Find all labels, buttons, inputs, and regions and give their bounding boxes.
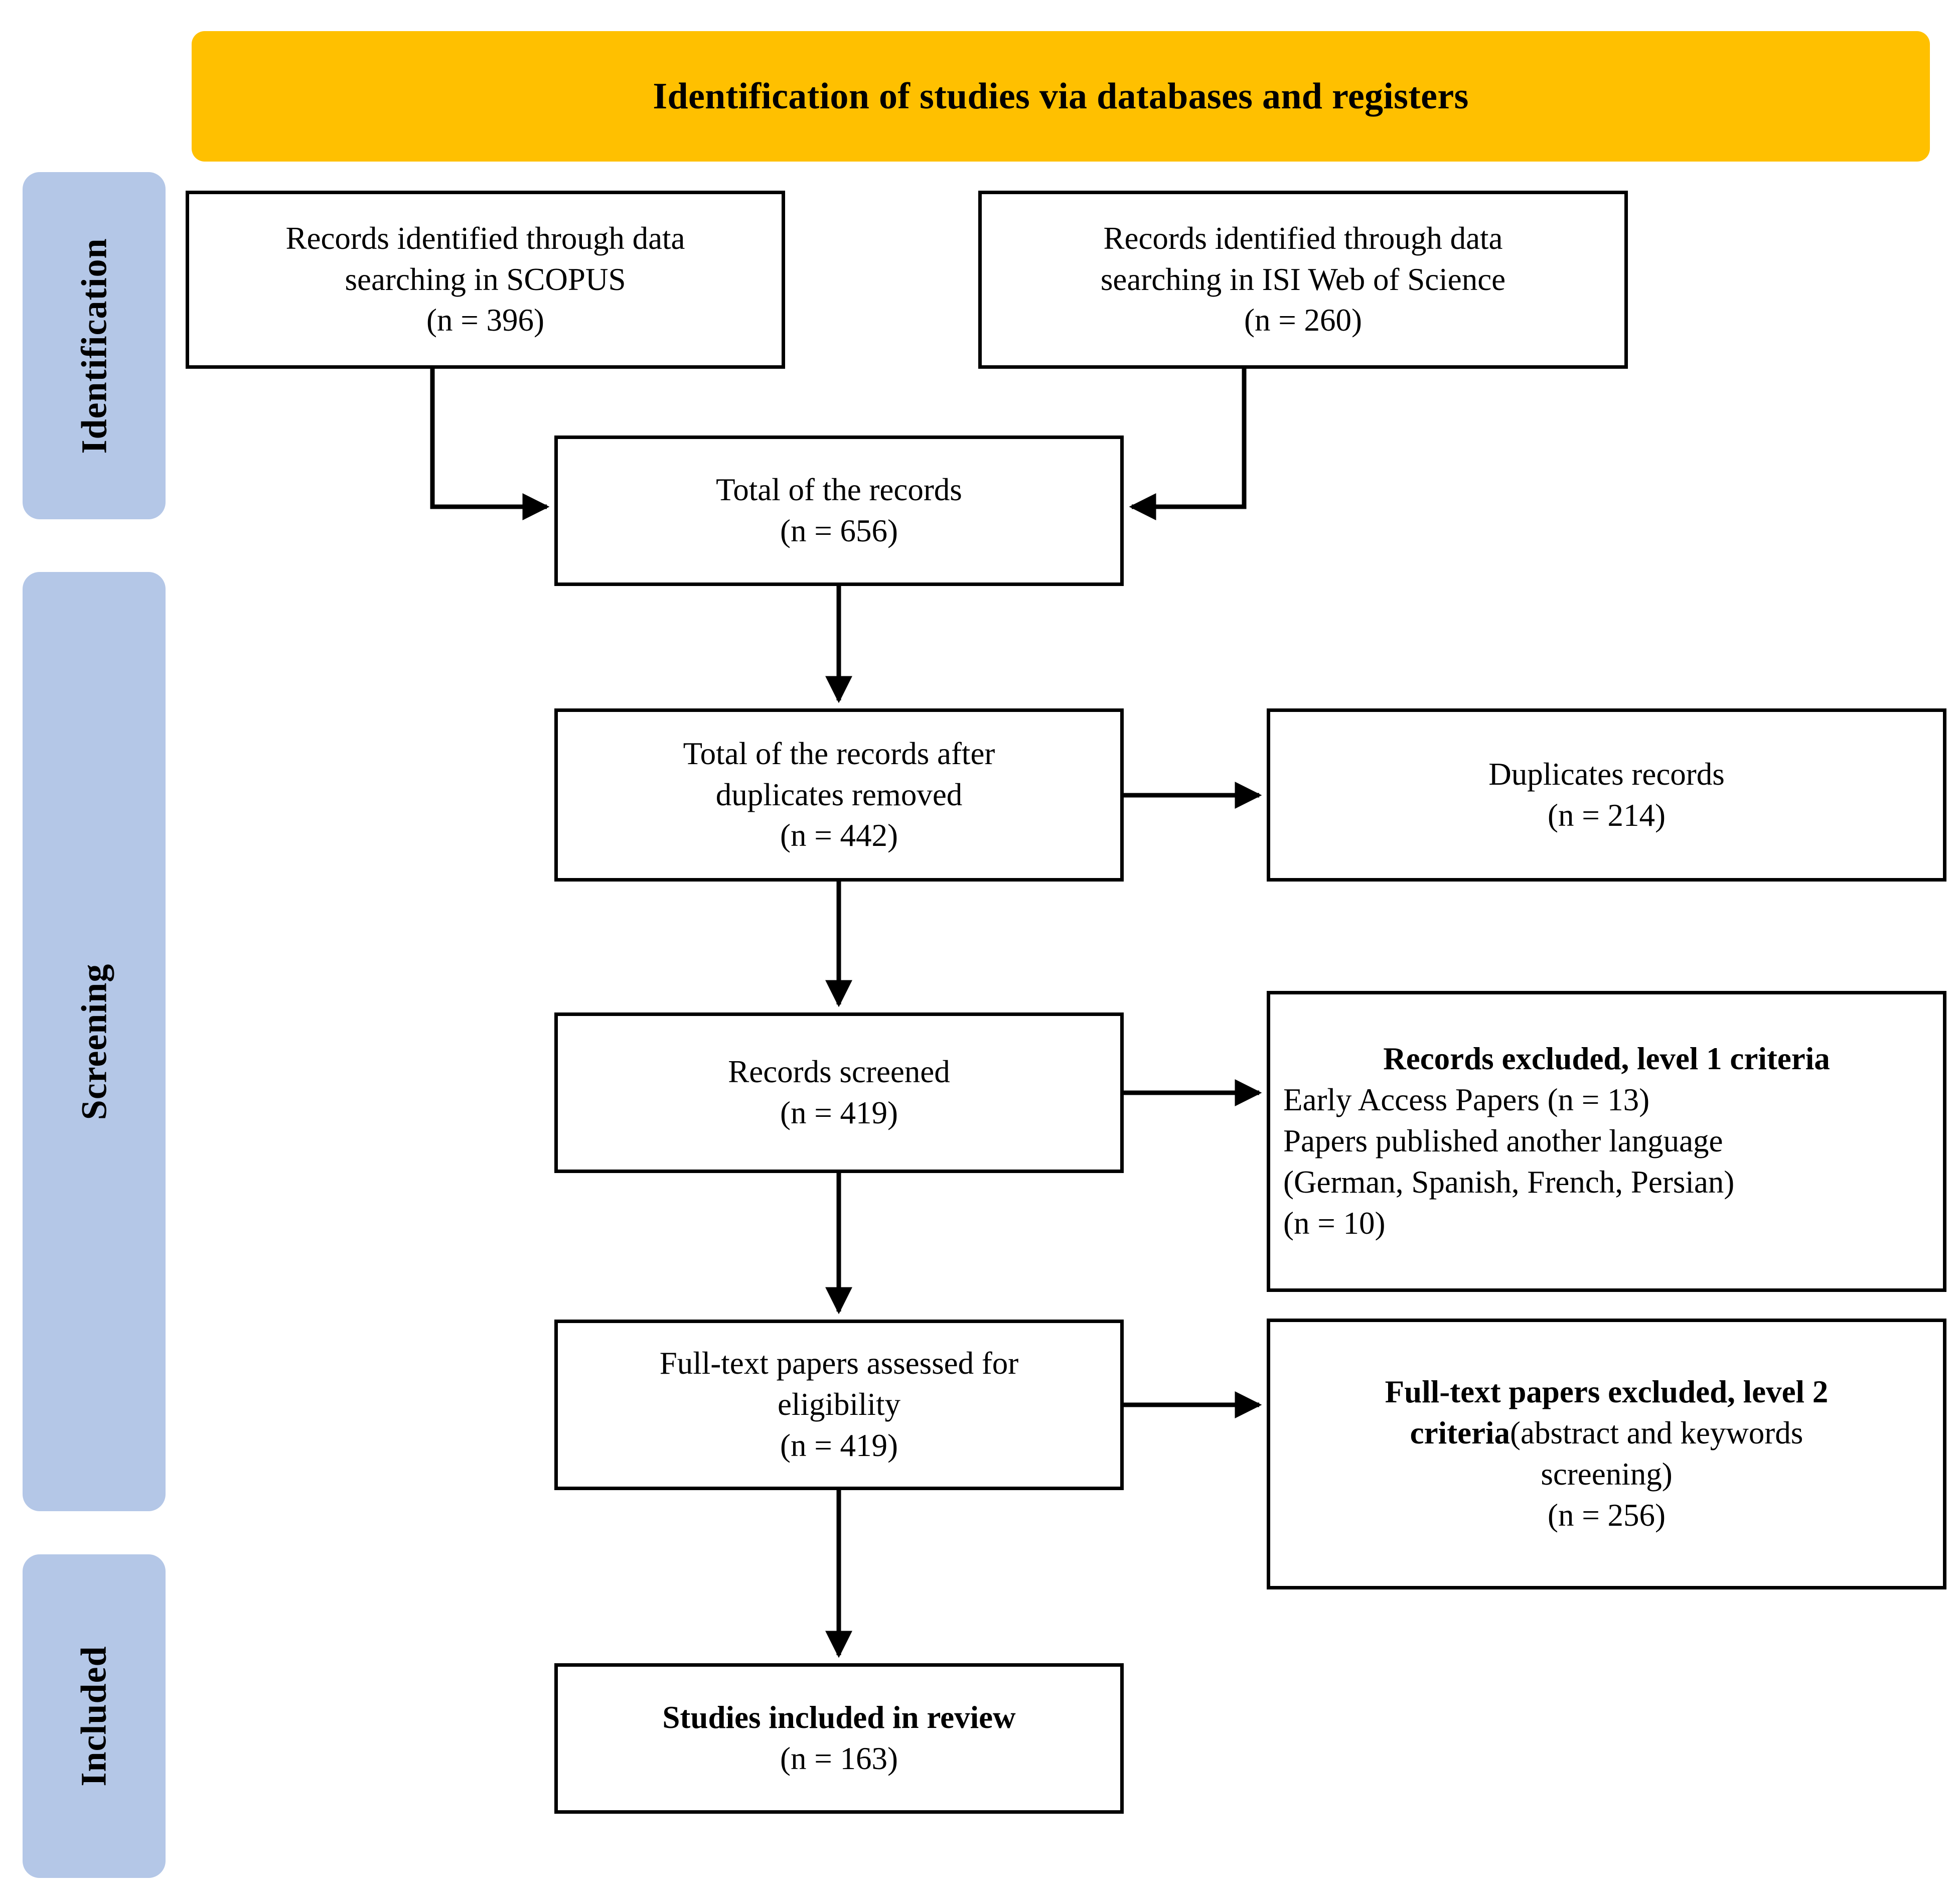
box-fulltext-line2: eligibility (778, 1387, 900, 1422)
stage-identification-text: Identification (74, 237, 114, 454)
edge-scopus-to-total (430, 369, 550, 520)
header-banner: Identification of studies via databases … (192, 31, 1930, 162)
box-total-records: Total of the records (n = 656) (554, 435, 1124, 586)
stage-label-included: Included (23, 1554, 166, 1878)
box-records-after-duplicates-removed: Total of the records after duplicates re… (554, 708, 1124, 882)
box-excl2-heading2-tail: (abstract and keywords (1510, 1415, 1803, 1451)
box-total-line1: Total of the records (716, 472, 962, 508)
box-excl1-line1: Early Access Papers (n = 13) (1283, 1082, 1650, 1118)
box-screened-count: (n = 419) (780, 1095, 898, 1130)
box-excl1-count: (n = 10) (1283, 1205, 1386, 1241)
box-scopus-line2: searching in SCOPUS (345, 261, 626, 297)
page-title: Identification of studies via databases … (653, 75, 1469, 117)
box-fulltext-assessed-eligibility: Full-text papers assessed for eligibilit… (554, 1320, 1124, 1490)
box-included-count: (n = 163) (780, 1741, 898, 1776)
box-duplicates-records: Duplicates records (n = 214) (1267, 708, 1946, 882)
box-excl2-count: (n = 256) (1548, 1497, 1666, 1533)
stage-included-text: Included (73, 1646, 114, 1787)
box-records-isi-web-of-science: Records identified through data searchin… (978, 191, 1628, 369)
box-isi-line1: Records identified through data (1103, 220, 1503, 256)
box-excl2-heading2-row: criteria(abstract and keywords (1410, 1413, 1803, 1454)
box-records-screened: Records screened (n = 419) (554, 1012, 1124, 1173)
box-isi-count: (n = 260) (1244, 303, 1362, 338)
box-screened-line1: Records screened (728, 1054, 950, 1090)
box-included-line1: Studies included in review (662, 1700, 1016, 1735)
box-excl1-line2: Papers published another language (1283, 1123, 1723, 1159)
box-dedup-line1: Total of the records after (683, 736, 995, 771)
box-excl1-line3: (German, Spanish, French, Persian) (1283, 1164, 1735, 1200)
stage-label-screening: Screening (23, 572, 166, 1511)
stage-screening-text: Screening (74, 963, 114, 1120)
box-duplicates-count: (n = 214) (1548, 797, 1666, 833)
box-excl1-heading: Records excluded, level 1 criteria (1383, 1041, 1830, 1077)
box-total-count: (n = 656) (780, 513, 898, 548)
box-dedup-line2: duplicates removed (715, 777, 963, 812)
box-excl2-heading1: Full-text papers excluded, level 2 (1385, 1374, 1829, 1410)
edge-isi-to-total (1129, 369, 1247, 520)
box-scopus-line1: Records identified through data (285, 220, 685, 256)
box-duplicates-line1: Duplicates records (1488, 756, 1725, 792)
box-records-excluded-level-1: Records excluded, level 1 criteria Early… (1267, 991, 1946, 1292)
box-isi-line2: searching in ISI Web of Science (1100, 261, 1506, 297)
box-fulltext-line1: Full-text papers assessed for (659, 1346, 1019, 1381)
box-fulltext-count: (n = 419) (780, 1427, 898, 1463)
box-excl2-heading2: criteria (1410, 1415, 1511, 1451)
box-records-scopus: Records identified through data searchin… (186, 191, 785, 369)
box-dedup-count: (n = 442) (780, 818, 898, 853)
box-studies-included-in-review: Studies included in review (n = 163) (554, 1663, 1124, 1814)
box-scopus-count: (n = 396) (426, 303, 544, 338)
box-excl2-line3: screening) (1541, 1457, 1673, 1492)
box-fulltext-excluded-level-2: Full-text papers excluded, level 2 crite… (1267, 1319, 1946, 1589)
stage-label-identification: Identification (23, 172, 166, 519)
